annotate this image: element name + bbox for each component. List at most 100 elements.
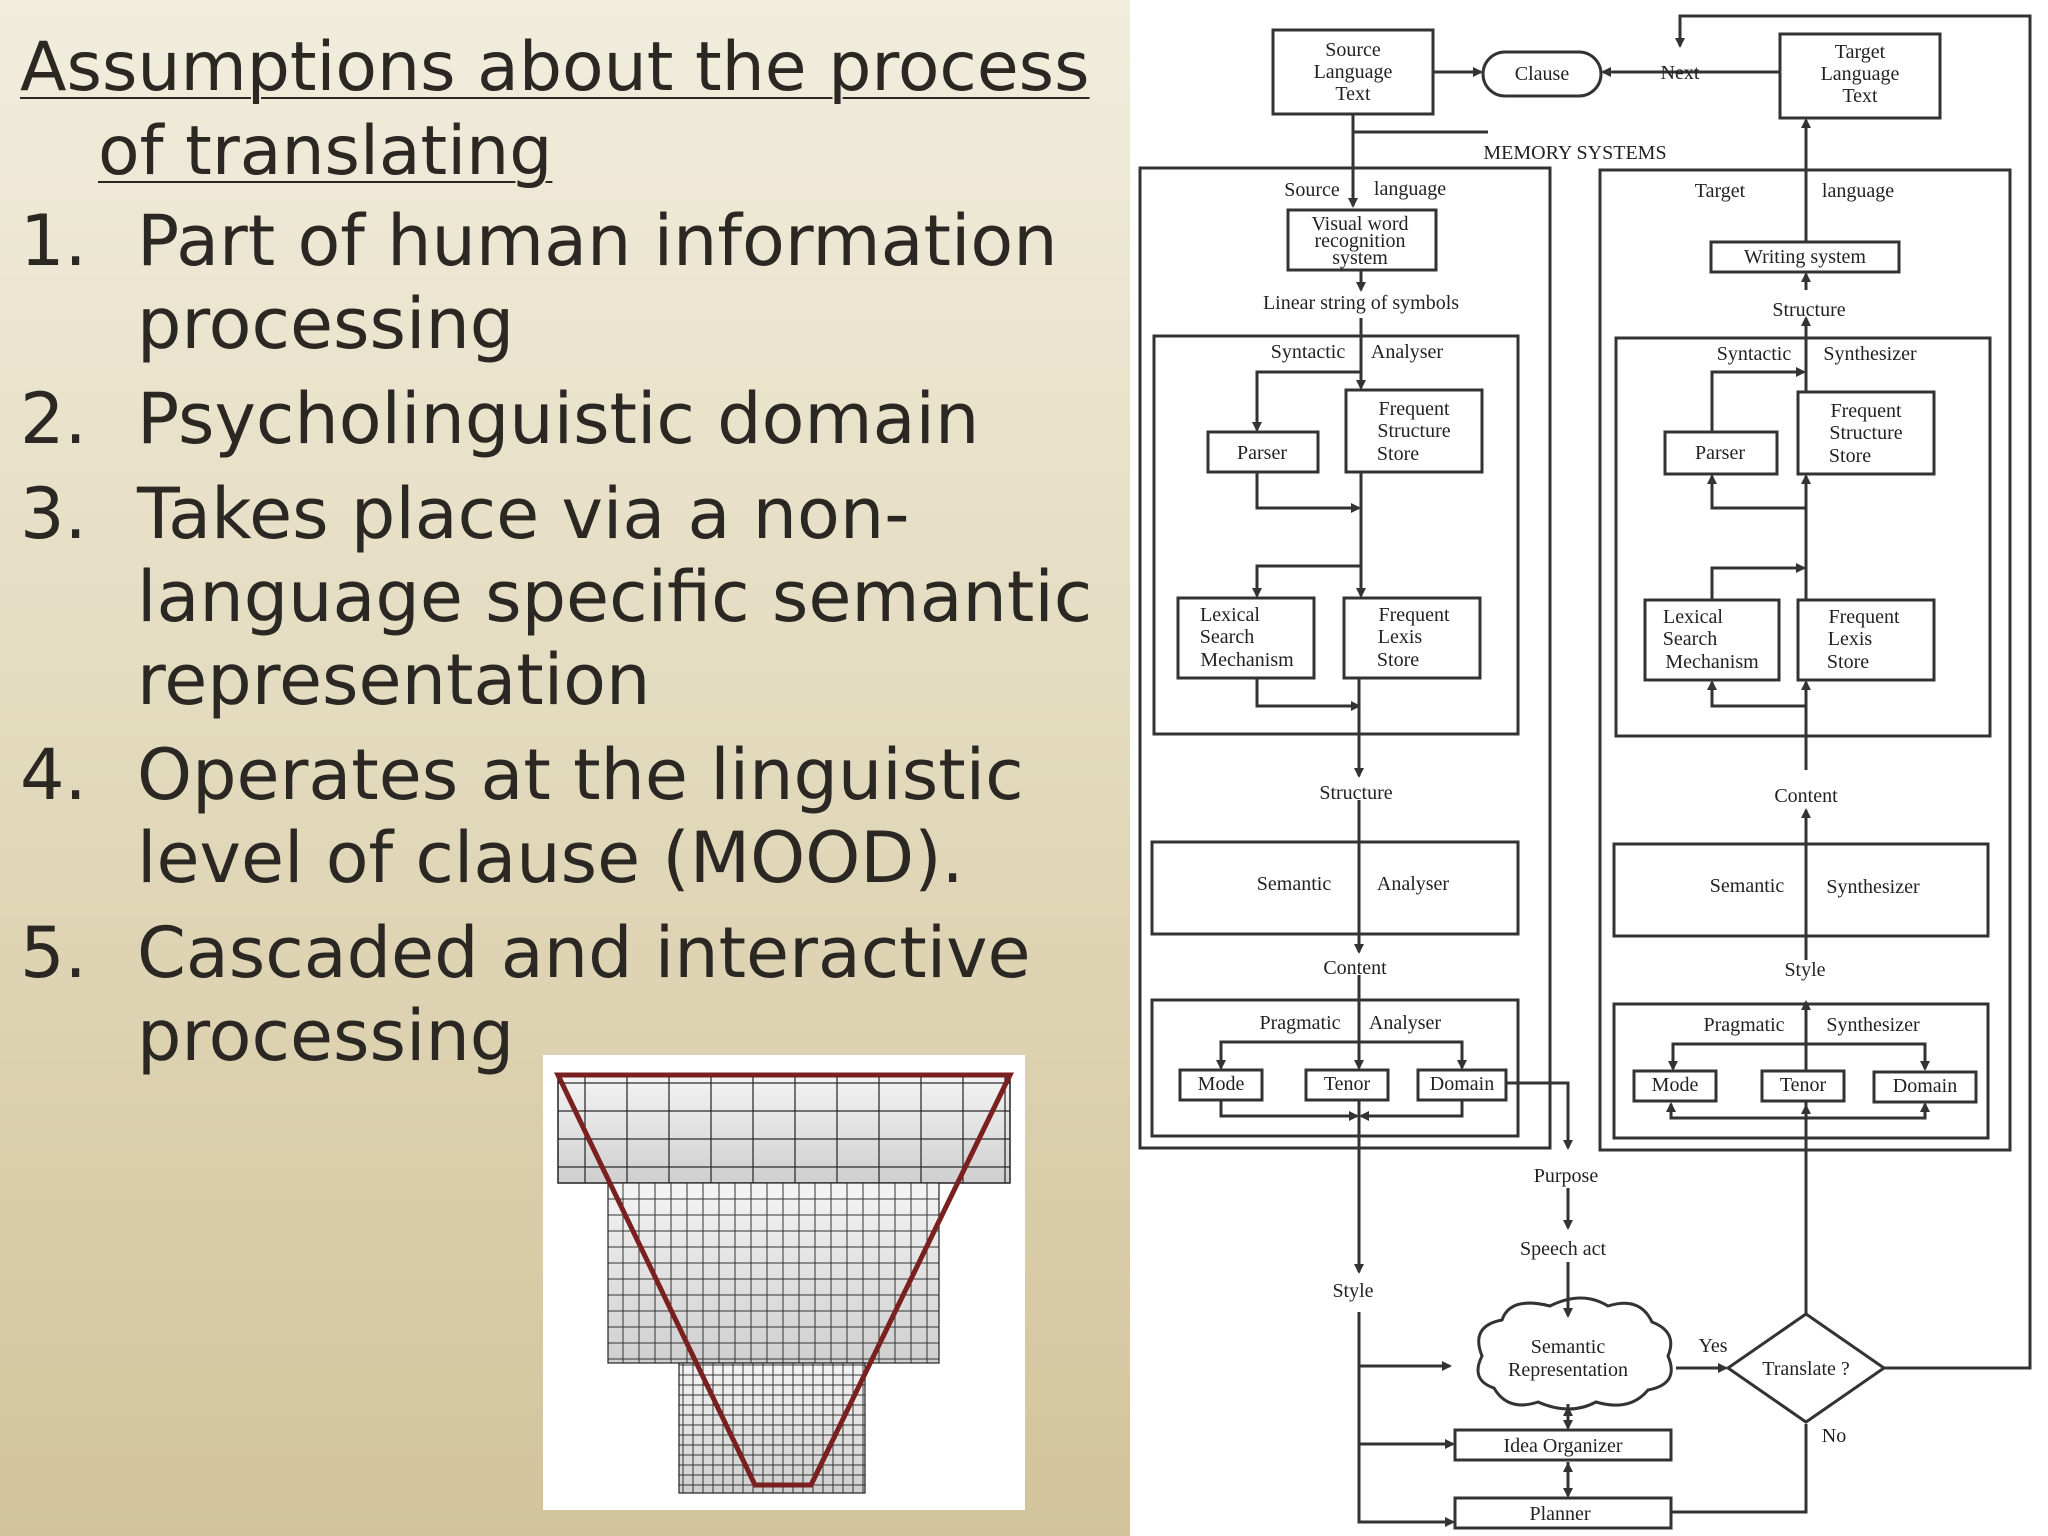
visual-word-label: recognition [1314, 230, 1405, 252]
visual-word-label: system [1332, 247, 1388, 269]
pyramid-grid-image [543, 1055, 1025, 1510]
pragmatic-synthesizer-label: Pragmatic [1703, 1014, 1784, 1036]
lexical-search-label: Search [1200, 626, 1254, 648]
frequent-lexis-label: Frequent [1828, 606, 1900, 628]
mode-box [1632, 1069, 1718, 1103]
source-text-label: Text [1335, 83, 1371, 105]
semantic-representation-label: Semantic [1531, 1336, 1606, 1358]
slide-title-line1: Assumptions about the process [20, 28, 1090, 107]
frequent-lexis-label: Frequent [1378, 604, 1450, 626]
pragmatic-analyser-label: Pragmatic [1259, 1012, 1340, 1034]
pyramid-outline [554, 1072, 1014, 1488]
bullet-item: 5. Cascaded and interactive processing [20, 912, 1110, 1078]
visual-word-label: Visual word [1311, 213, 1408, 235]
frequent-lexis-label: Lexis [1378, 626, 1423, 648]
frequent-structure-store-box [1796, 390, 1936, 476]
domain-label: Domain [1893, 1075, 1957, 1097]
bullet-list: 1. Part of human information processing 2… [20, 200, 1110, 1090]
bullet-item: 4. Operates at the linguistic level of cl… [20, 734, 1110, 900]
linear-string-label: Linear string of symbols [1263, 292, 1459, 314]
semantic-synthesizer-label: Semantic [1710, 875, 1785, 897]
semantic-analyser-label: Semantic [1257, 873, 1332, 895]
semantic-analyser-box [1150, 840, 1520, 936]
semantic-synthesizer-label: Synthesizer [1826, 876, 1920, 898]
target-text-label: Language [1821, 63, 1900, 85]
target-text-box [1778, 32, 1942, 120]
pragmatic-synthesizer-label: Synthesizer [1826, 1014, 1920, 1036]
syntactic-synthesizer-panel [1614, 336, 1992, 738]
tenor-label: Tenor [1780, 1074, 1827, 1096]
source-text-label: Source [1325, 39, 1381, 61]
domain-label: Domain [1430, 1073, 1494, 1095]
mode-label: Mode [1652, 1074, 1699, 1096]
speech-act-label: Speech act [1520, 1238, 1607, 1260]
syntactic-analyser-label: Analyser [1371, 341, 1444, 363]
bullet-item: 1. Part of human information processing [20, 200, 1110, 366]
lexical-search-label: Lexical [1200, 604, 1260, 626]
yes-label: Yes [1698, 1335, 1727, 1357]
idea-organizer-label: Idea Organizer [1503, 1435, 1622, 1457]
frequent-structure-label: Structure [1829, 422, 1902, 444]
parser-box [1663, 430, 1779, 476]
content-label: Content [1774, 785, 1838, 807]
bullet-number: 4. [20, 734, 87, 816]
content-label: Content [1323, 957, 1387, 979]
source-language-label: Source [1284, 179, 1340, 201]
bullet-text: Part of human information processing [137, 200, 1058, 365]
slide-text-panel: Assumptions about the process of transla… [0, 0, 1130, 1536]
lexical-search-box [1176, 596, 1316, 680]
target-language-label: language [1822, 180, 1894, 202]
syntactic-analyser-panel [1152, 334, 1520, 736]
purpose-label: Purpose [1534, 1165, 1599, 1187]
slide-title-line2: of translating [98, 112, 553, 191]
bullet-number: 2. [20, 378, 87, 460]
no-label: No [1822, 1425, 1846, 1447]
idea-organizer-box [1453, 1428, 1673, 1462]
bullet-item: 2. Psycholinguistic domain [20, 378, 1110, 461]
pragmatic-analyser-panel [1150, 998, 1520, 1138]
lexical-search-label: Lexical [1663, 606, 1723, 628]
translation-process-diagram: Source Language Text Clause Next Target … [1130, 0, 2048, 1536]
semantic-synthesizer-box [1612, 842, 1990, 938]
frequent-lexis-label: Lexis [1828, 628, 1873, 650]
structure-label: Structure [1772, 299, 1845, 321]
semantic-representation-cloud [1476, 1296, 1673, 1411]
target-language-label: Target [1695, 180, 1746, 202]
source-memory-panel [1138, 166, 1552, 1150]
tenor-label: Tenor [1324, 1073, 1371, 1095]
translate-label: Translate ? [1762, 1358, 1850, 1380]
target-text-label: Target [1835, 41, 1886, 63]
frequent-structure-label: Store [1829, 445, 1871, 467]
semantic-representation-label: Representation [1508, 1359, 1628, 1381]
frequent-structure-store-box [1344, 388, 1484, 474]
frequent-lexis-store-box [1342, 596, 1482, 680]
bullet-number: 3. [20, 473, 87, 555]
bullet-number: 1. [20, 200, 87, 282]
bullet-text: Operates at the linguistic level of clau… [137, 734, 1024, 899]
pragmatic-analyser-label: Analyser [1369, 1012, 1442, 1034]
mode-label: Mode [1198, 1073, 1245, 1095]
frequent-lexis-label: Store [1827, 651, 1869, 673]
bullet-number: 5. [20, 912, 87, 994]
syntactic-synthesizer-label: Synthesizer [1823, 343, 1917, 365]
bullet-text: Psycholinguistic domain [137, 378, 980, 460]
bullet-text: Cascaded and interactive processing [137, 912, 1031, 1077]
bullet-item: 3. Takes place via a non-language specifi… [20, 473, 1110, 722]
target-text-label: Text [1842, 85, 1878, 107]
style-label: Style [1332, 1280, 1373, 1302]
clause-label: Clause [1515, 63, 1570, 85]
translate-decision-diamond [1725, 1312, 1887, 1424]
source-text-label: Language [1314, 61, 1393, 83]
frequent-structure-label: Store [1377, 443, 1419, 465]
bullet-text: Takes place via a non-language specific … [137, 473, 1093, 721]
lexical-search-label: Search [1663, 628, 1717, 650]
parser-label: Parser [1237, 442, 1287, 464]
parser-label: Parser [1695, 442, 1745, 464]
style-label: Style [1784, 959, 1825, 981]
writing-system-label: Writing system [1744, 246, 1866, 268]
tenor-box [1304, 1068, 1390, 1102]
frequent-structure-label: Structure [1377, 420, 1450, 442]
slide-title: Assumptions about the process of transla… [20, 26, 1110, 194]
source-language-label: language [1374, 178, 1446, 200]
semantic-analyser-label: Analyser [1377, 873, 1450, 895]
